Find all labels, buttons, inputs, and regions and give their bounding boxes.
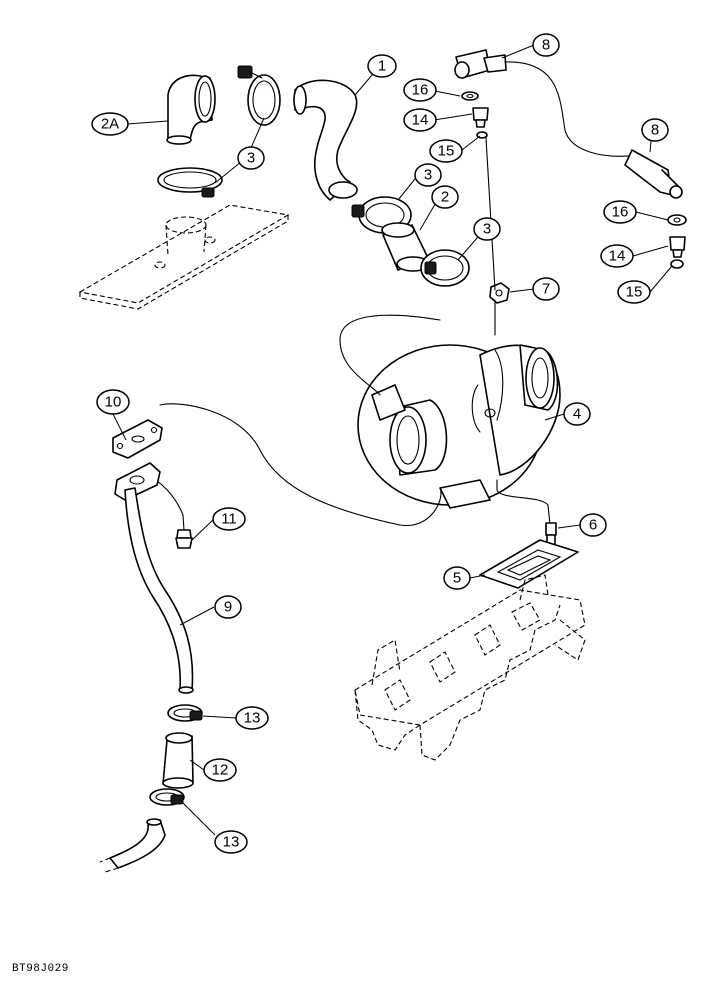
callout-9: 9 xyxy=(214,595,242,619)
hose-clamp-upper xyxy=(237,65,281,126)
callout-13-upper: 13 xyxy=(235,706,269,730)
fitting-14-upper xyxy=(472,107,489,128)
callout-16-upper: 16 xyxy=(403,78,437,102)
callout-8-upper: 8 xyxy=(532,33,560,57)
callout-6: 6 xyxy=(579,513,607,537)
svg-text:14: 14 xyxy=(412,112,429,129)
callout-3-clamp-upper: 3 xyxy=(237,146,265,170)
callout-11: 11 xyxy=(212,507,246,531)
gasket-10 xyxy=(112,419,163,459)
callout-15-right: 15 xyxy=(617,280,651,304)
svg-text:16: 16 xyxy=(612,204,629,221)
oil-supply-line-8 xyxy=(454,49,683,199)
callout-1: 1 xyxy=(367,54,397,78)
oil-drain-tube-9 xyxy=(114,462,194,694)
svg-text:3: 3 xyxy=(483,221,491,238)
svg-text:12: 12 xyxy=(212,762,229,779)
bolt-11 xyxy=(175,514,193,549)
engine-drain-tube xyxy=(99,818,166,873)
svg-text:16: 16 xyxy=(412,82,429,99)
nut-7 xyxy=(489,282,510,304)
svg-text:15: 15 xyxy=(626,284,643,301)
svg-text:3: 3 xyxy=(424,167,432,184)
fitting-14-right xyxy=(669,236,686,258)
turbocharger-4 xyxy=(357,344,561,509)
callout-3-clamp-middle: 3 xyxy=(414,163,442,187)
svg-text:2: 2 xyxy=(441,189,449,206)
svg-text:8: 8 xyxy=(651,122,659,139)
connection-lines xyxy=(144,137,551,526)
mounting-plate xyxy=(78,204,290,310)
callout-16-right: 16 xyxy=(603,200,637,224)
callout-14-upper: 14 xyxy=(403,108,437,132)
svg-text:11: 11 xyxy=(221,511,237,528)
svg-text:9: 9 xyxy=(224,599,232,616)
callout-15-upper: 15 xyxy=(429,139,463,163)
svg-text:7: 7 xyxy=(542,281,550,298)
hose-clamp-lower xyxy=(157,167,223,198)
washer-16-right xyxy=(667,214,687,226)
callout-10: 10 xyxy=(96,389,130,415)
o-ring-15-right xyxy=(670,259,684,269)
elbow-hose-2a xyxy=(166,74,216,145)
gasket-5 xyxy=(479,539,579,589)
callout-13-lower: 13 xyxy=(214,830,248,854)
figure-code: BT98J029 xyxy=(12,963,69,975)
intake-hose-1 xyxy=(293,79,358,201)
callout-5: 5 xyxy=(443,566,471,590)
svg-text:6: 6 xyxy=(589,517,597,534)
svg-text:1: 1 xyxy=(378,58,386,75)
hose-clamp-13-upper xyxy=(167,704,203,722)
drain-hose-12 xyxy=(162,732,194,789)
callout-3-clamp-turbo: 3 xyxy=(473,217,501,241)
callout-4: 4 xyxy=(563,402,591,426)
svg-text:3: 3 xyxy=(247,150,255,167)
callout-14-right: 14 xyxy=(600,244,634,268)
svg-text:8: 8 xyxy=(542,37,550,54)
callout-8-right: 8 xyxy=(641,118,669,142)
hose-clamp-turbo xyxy=(420,249,470,287)
svg-text:13: 13 xyxy=(223,834,240,851)
exhaust-manifold xyxy=(354,574,586,761)
callout-2a: 2A xyxy=(91,112,129,136)
callout-7: 7 xyxy=(532,277,560,301)
svg-text:14: 14 xyxy=(609,248,626,265)
svg-text:4: 4 xyxy=(573,406,581,423)
svg-text:5: 5 xyxy=(453,570,461,587)
svg-text:15: 15 xyxy=(438,143,455,160)
callout-2: 2 xyxy=(431,185,459,209)
hose-clamp-13-lower xyxy=(149,788,185,806)
svg-text:10: 10 xyxy=(105,394,122,411)
callout-12: 12 xyxy=(203,758,237,782)
svg-text:2A: 2A xyxy=(101,116,119,133)
washer-16-upper xyxy=(461,91,479,101)
svg-text:13: 13 xyxy=(244,710,261,727)
